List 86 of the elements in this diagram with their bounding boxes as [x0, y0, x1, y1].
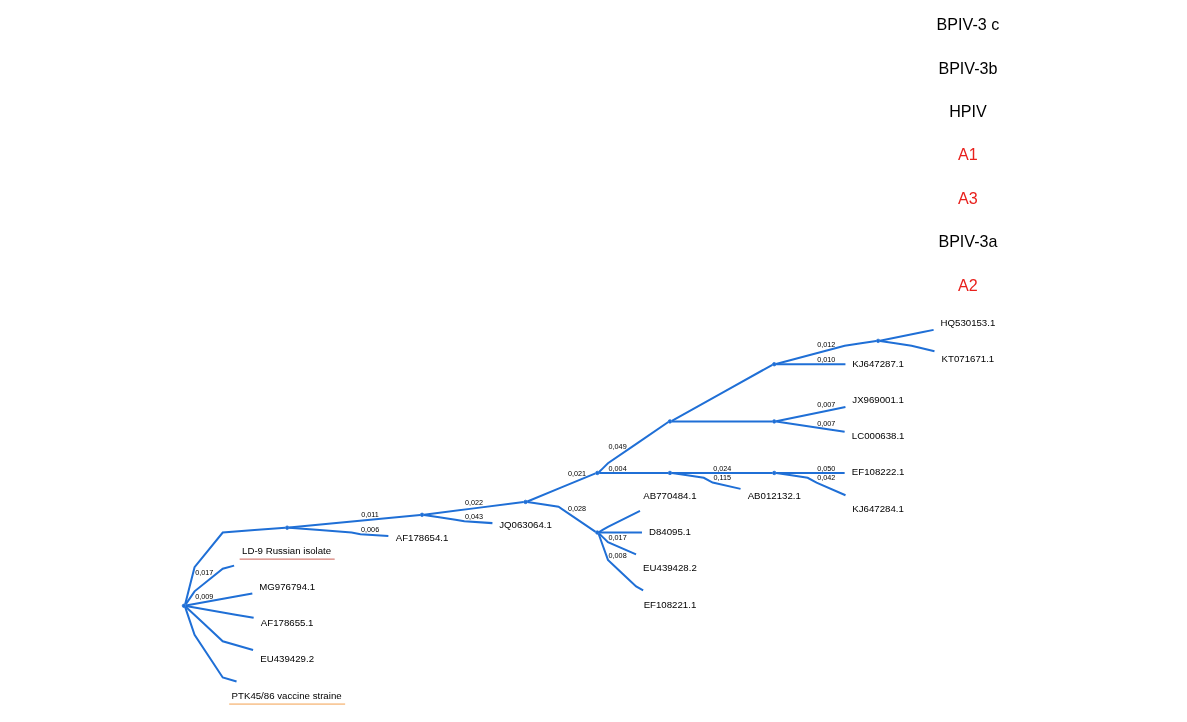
connector — [671, 420, 772, 423]
edge-label: 0,115 — [713, 473, 731, 483]
connector — [879, 328, 934, 342]
connector — [597, 532, 636, 556]
node-text: EF108221.1 — [643, 598, 696, 610]
node-text: KJ647287.1 — [851, 357, 904, 369]
node-text: AB012132.1 — [747, 489, 801, 501]
edge-label: 0,043 — [464, 512, 483, 521]
node-text: KT071671.1 — [941, 352, 994, 364]
node-point — [667, 470, 672, 476]
node-text: JQ063064.1 — [498, 518, 552, 530]
edge-label: 0,050 — [816, 463, 835, 473]
edge-label: 0,009 — [194, 591, 213, 601]
edge-label: 0,049 — [608, 441, 627, 451]
edge-label: 0,017 — [194, 567, 213, 577]
node-text: EU439428.2 — [642, 562, 697, 574]
connector — [671, 472, 741, 490]
node-point — [667, 419, 672, 424]
label: A2 — [957, 275, 978, 294]
node-text: EF108222.1 — [851, 466, 904, 478]
connector — [183, 606, 237, 683]
connector — [775, 420, 845, 433]
connector — [775, 363, 845, 366]
node-text: KJ647284.1 — [851, 502, 904, 514]
connector — [597, 421, 669, 473]
connector — [670, 363, 773, 422]
node-point — [594, 470, 599, 476]
edge-label: 0,028 — [567, 503, 586, 513]
connector — [775, 406, 846, 423]
label: A3 — [957, 188, 978, 207]
connector — [598, 510, 640, 533]
connector — [879, 340, 935, 353]
node-text: JX969001.1 — [851, 393, 904, 405]
node-text: LC000638.1 — [851, 430, 904, 442]
node-text: PTK45/86 vaccine straine — [231, 689, 342, 701]
connector — [288, 513, 420, 529]
edge-label: 0,024 — [712, 463, 731, 473]
node-point — [284, 525, 289, 530]
connector — [598, 471, 668, 474]
edge-label: 0,004 — [608, 463, 627, 473]
connector — [598, 531, 642, 534]
connector — [526, 472, 596, 503]
connector — [185, 605, 254, 619]
connector — [526, 501, 596, 533]
connector — [288, 526, 388, 537]
edge-label: 0,017 — [608, 532, 627, 542]
edge-label: 0,012 — [816, 339, 835, 349]
label: A1 — [957, 145, 978, 164]
node-text: D84095.1 — [648, 526, 691, 538]
connector — [597, 533, 644, 592]
connector — [775, 472, 846, 497]
edge-label: 0,022 — [464, 498, 483, 508]
node-text: HQ530153.1 — [940, 316, 995, 328]
connector — [423, 514, 492, 525]
edge-label: 0,042 — [816, 473, 835, 483]
node-point — [771, 470, 776, 476]
node-point — [875, 338, 880, 343]
node-text: AF178654.1 — [395, 531, 448, 543]
node-point — [522, 499, 528, 505]
edge-label: 0,008 — [608, 550, 627, 560]
edge-label: 0,011 — [360, 510, 379, 520]
edge-label: 0,007 — [816, 418, 835, 428]
node-point — [771, 362, 776, 367]
label: BPIV-3 c — [936, 15, 999, 34]
connector — [184, 564, 234, 606]
label: BPIV-3a — [937, 232, 997, 251]
node-text: AF178655.1 — [260, 617, 313, 629]
node-point — [594, 530, 599, 535]
connector — [423, 501, 524, 516]
connector — [184, 605, 253, 652]
label: BPIV-3b — [937, 58, 997, 77]
node-text: MG976794.1 — [258, 580, 315, 592]
edge-label: 0,006 — [360, 524, 379, 534]
node-text: LD-9 Russian isolate — [241, 544, 331, 556]
node-point — [181, 603, 186, 608]
connector — [775, 340, 876, 365]
node-point — [419, 512, 424, 517]
connector — [183, 526, 285, 605]
edge-label: 0,010 — [816, 354, 835, 364]
edge-label: 0,007 — [816, 400, 835, 410]
label: HPIV — [948, 101, 987, 120]
node-point — [771, 419, 776, 424]
edge-label: 0,021 — [567, 468, 586, 478]
connector — [185, 592, 252, 607]
node-text: EU439429.2 — [259, 653, 314, 665]
node-text: AB770484.1 — [642, 489, 697, 501]
